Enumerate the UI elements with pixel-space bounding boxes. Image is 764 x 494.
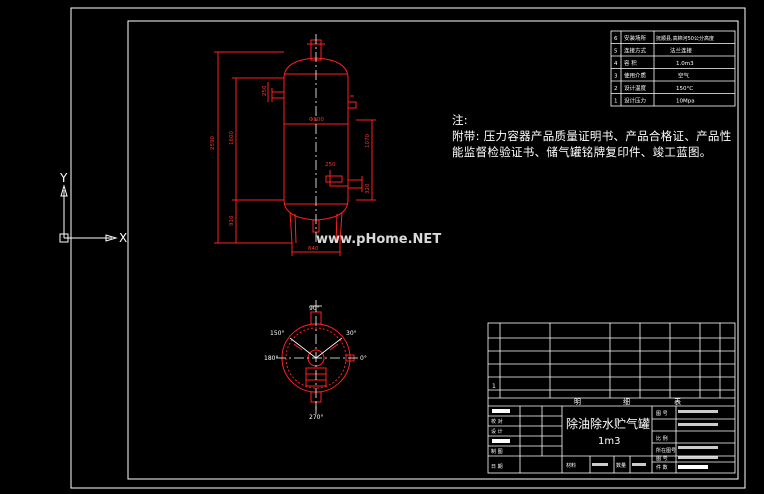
spec-row-3-item: 使用介质 [624,72,647,80]
spec-row-3-value: 空气 [678,72,690,80]
list-header-1: 明 [574,398,581,406]
spec-row-4-value: 1.0m3 [676,61,694,67]
angle-30: 30° [346,330,357,337]
spec-table-text: 6 安装场所 抚顺县,高棉河50公分高度 5 连接方式 法兰连接 4 容 积 1… [614,34,714,105]
label-ref-no: 所在图号 [656,447,676,454]
vessel-elevation [214,39,376,256]
angle-270: 270° [309,414,323,421]
angle-150: 150° [270,330,284,337]
spec-row-1-no: 1 [614,99,618,105]
label-count: 件 数 [656,464,668,471]
spec-row-5-value: 法兰连接 [670,47,693,55]
plan-view-angles: 90° 150° 30° 180° 0° 270° [264,305,367,421]
notes-body: 附带: 压力容器产品质量证明书、产品合格证、产品性能监督检验证书、储气罐铭牌复印… [452,129,732,159]
angle-180: 180° [264,355,278,362]
spec-row-2-value: 150°C [676,86,693,92]
label-check: 校 对 [491,418,503,425]
spec-row-3-no: 3 [614,74,618,80]
elevation-dimensions: 2590 1600 910 Φ800 1070 640 250 320 250 [210,85,371,252]
x-axis-label: X [119,231,127,245]
spec-row-6-no: 6 [614,36,618,42]
label-quantity: 数量 [616,462,626,469]
list-header-2: 细 [623,397,630,406]
plan-view-centerlines [276,300,358,414]
angle-0: 0° [360,355,367,362]
list-first-row-no: 1 [492,383,496,390]
title-block [487,322,736,474]
vessel-plan-view [281,311,355,403]
spec-row-1-value: 10Mpa [676,99,695,105]
dim-side-a: 250 [262,85,268,96]
label-date: 日 期 [491,464,503,470]
title-block-fills [492,409,718,469]
dim-diameter: Φ800 [309,117,324,123]
spec-row-6-item: 安装场所 [624,34,647,42]
label-design: 设 计 [491,428,503,435]
dim-base-width: 640 [308,246,319,252]
inner-frame [127,20,739,480]
dim-lower: 910 [229,215,235,226]
drawing-subtitle: 1m3 [598,436,620,447]
title-block-text: 1 明 细 表 除油除水贮气罐 1m3 校 对 设 计 制 图 日 期 图 号 … [491,383,681,471]
outer-frame [70,7,746,489]
spec-table [610,30,736,107]
spec-row-5-item: 连接方式 [624,47,647,55]
dim-nozzle-height: 1070 [365,134,371,148]
label-drawing-no: 图 号 [656,411,668,417]
label-draw: 制 图 [491,448,503,455]
spec-row-2-no: 2 [614,86,618,92]
angle-90: 90° [309,305,320,312]
spec-row-1-item: 设计压力 [624,97,646,105]
list-header-3: 表 [674,397,681,406]
y-axis-label: Y [59,171,68,185]
spec-row-4-no: 4 [614,61,618,67]
spec-row-2-item: 设计温度 [624,84,647,92]
spec-row-5-no: 5 [614,49,618,55]
label-sheet-no: 图 号 [656,456,668,462]
spec-row-6-value: 抚顺县,高棉河50公分高度 [656,35,714,42]
dim-side-b: 320 [365,183,371,194]
drawing-title: 除油除水贮气罐 [566,416,650,431]
notes-heading: 注: [452,113,468,127]
dim-overall-height: 2590 [210,136,216,150]
dim-outlet: 250 [325,162,336,168]
ucs-axis-icon: Y X [59,171,127,245]
label-scale: 比 例 [656,435,668,442]
dim-upper: 1600 [229,131,235,145]
spec-row-4-item: 容 积 [624,59,637,67]
watermark: www.pHome.NET [316,232,441,247]
label-material: 材料 [566,462,576,469]
drawing-notes: 注: 附带: 压力容器产品质量证明书、产品合格证、产品性能监督检验证书、储气罐铭… [452,112,742,160]
